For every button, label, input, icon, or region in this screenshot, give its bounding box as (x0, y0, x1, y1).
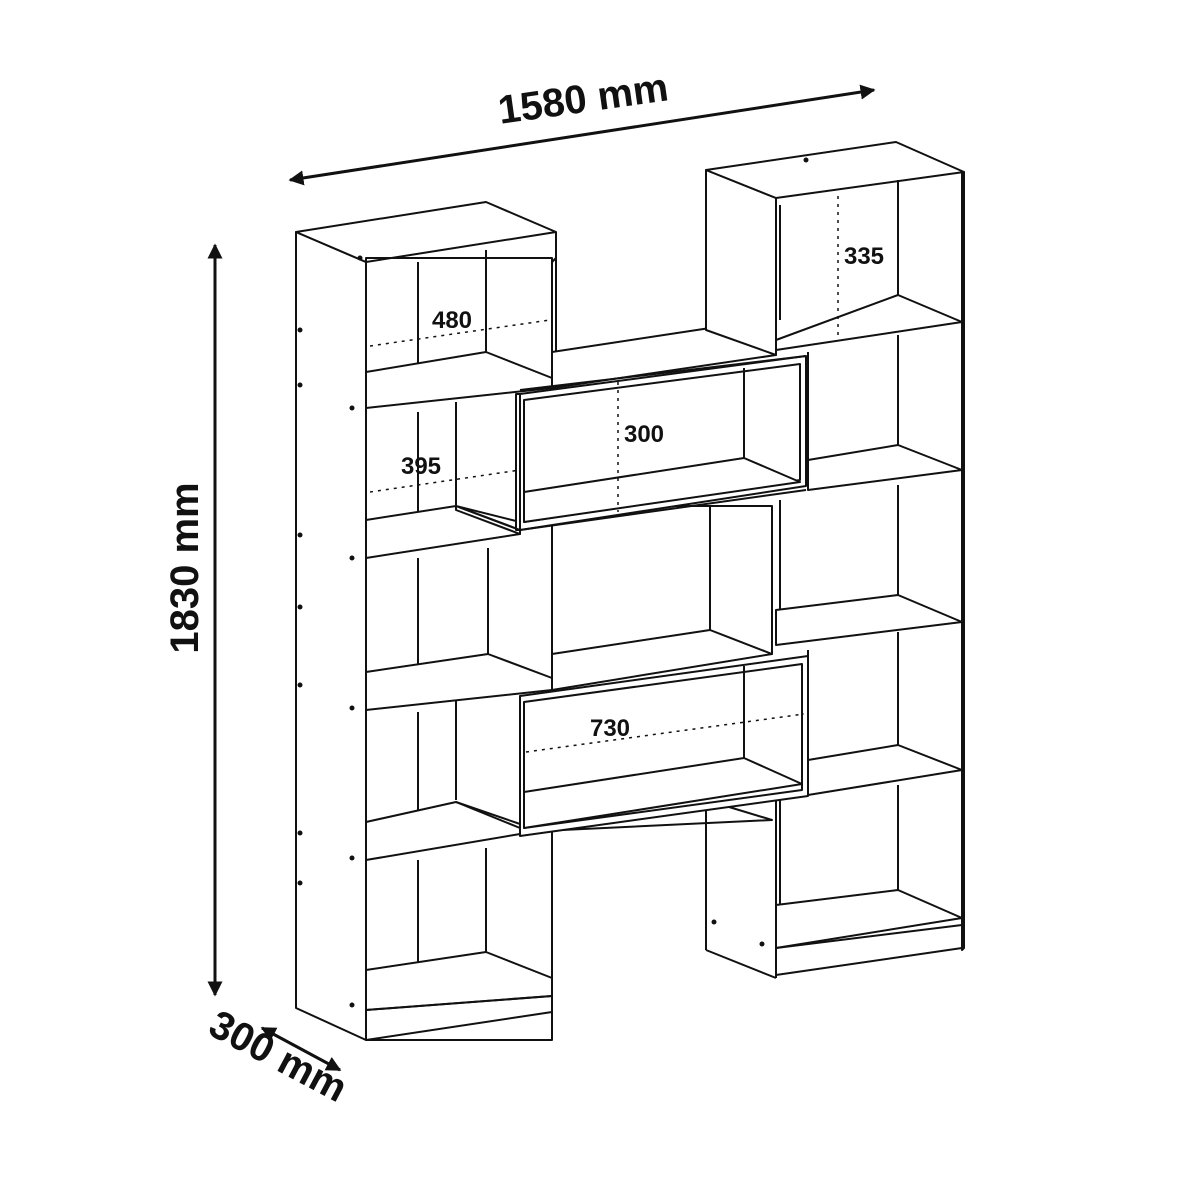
measure-line-730 (525, 713, 805, 753)
label-730: 730 (590, 715, 630, 742)
label-395: 395 (401, 453, 441, 480)
left-column (295, 201, 557, 1041)
width-dimension-label: 1580 mm (495, 65, 671, 132)
label-480: 480 (432, 307, 472, 334)
right-column (705, 141, 965, 979)
center-top-box (455, 355, 807, 535)
depth-dimension-arrow (260, 1026, 342, 1072)
width-dimension-arrow (288, 84, 876, 186)
measure-line-480 (369, 319, 551, 347)
label-335: 335 (844, 243, 884, 270)
height-dimension-label: 1830 mm (163, 482, 207, 653)
measure-line-395 (369, 469, 521, 493)
center-lower-box (455, 655, 809, 837)
label-300: 300 (624, 421, 664, 448)
